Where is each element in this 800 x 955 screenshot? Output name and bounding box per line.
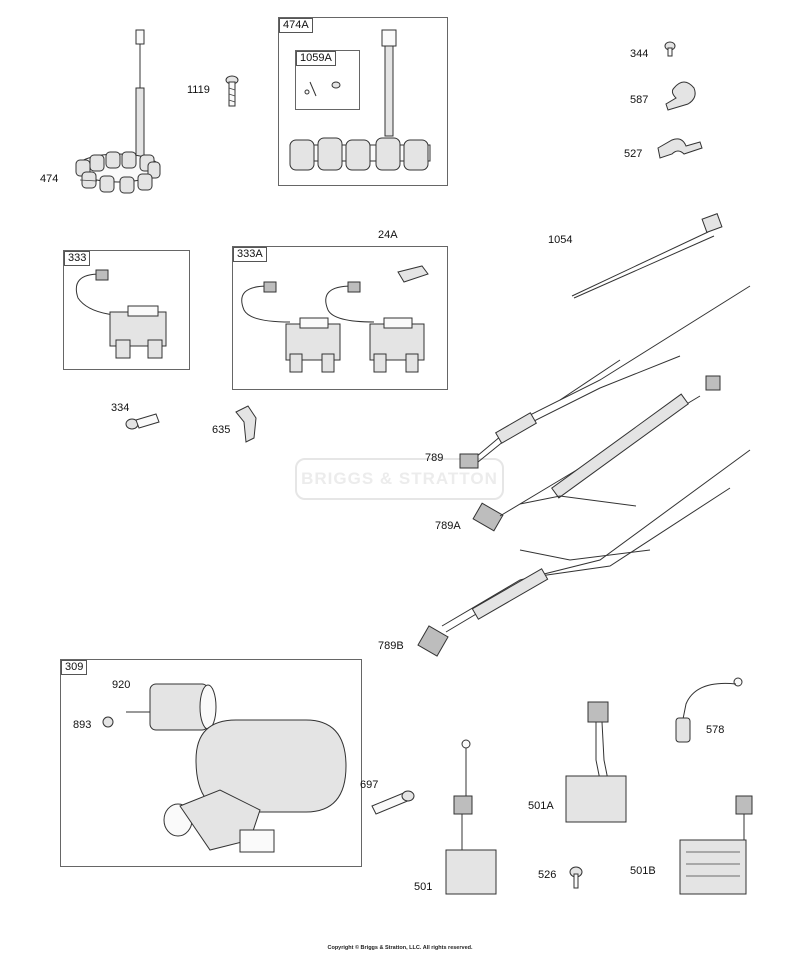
callout-1119: 1119 bbox=[187, 84, 210, 96]
callout-697: 697 bbox=[360, 779, 379, 791]
callout-501B: 501B bbox=[630, 865, 656, 877]
wire-harness-789B-illustration bbox=[417, 449, 751, 657]
stator-474A-illustration bbox=[289, 29, 431, 171]
frame-1059A bbox=[295, 50, 360, 110]
frame-474A bbox=[278, 17, 448, 186]
regulator-501-illustration bbox=[445, 739, 497, 895]
callout-474: 474 bbox=[40, 173, 59, 185]
callout-1054: 1054 bbox=[548, 234, 573, 246]
ignition-coil-333A-illustration bbox=[241, 265, 429, 373]
cable-tie-1054-illustration bbox=[571, 213, 723, 299]
watermark-logo: BRIGGS & STRATTON bbox=[295, 458, 504, 500]
screw-334-boot-635-illustration bbox=[125, 405, 257, 443]
wire-harness-789A-illustration bbox=[472, 375, 721, 532]
callout-526: 526 bbox=[538, 869, 557, 881]
callout-334: 334 bbox=[111, 402, 130, 414]
callout-501A: 501A bbox=[528, 800, 554, 812]
callout-789A: 789A bbox=[435, 520, 461, 532]
callout-527: 527 bbox=[624, 148, 643, 160]
callout-789B: 789B bbox=[378, 640, 404, 652]
frame-333 bbox=[63, 250, 190, 370]
stator-474-illustration bbox=[75, 29, 161, 194]
clamp-parts-illustration bbox=[657, 41, 703, 159]
callout-333A: 333A bbox=[233, 247, 267, 262]
callout-587: 587 bbox=[630, 94, 649, 106]
screw-1119-illustration bbox=[225, 75, 239, 107]
callout-789: 789 bbox=[425, 452, 444, 464]
callout-893: 893 bbox=[73, 719, 92, 731]
screw-526-illustration bbox=[569, 866, 583, 889]
callout-24A: 24A bbox=[378, 229, 398, 241]
callout-578: 578 bbox=[706, 724, 725, 736]
wire-harness-789-illustration bbox=[459, 285, 751, 469]
callout-344: 344 bbox=[630, 48, 649, 60]
ignition-coil-333-illustration bbox=[75, 269, 167, 359]
regulator-501A-illustration bbox=[565, 701, 627, 823]
bolt-697-illustration bbox=[371, 790, 415, 815]
copyright-notice: Copyright © Briggs & Stratton, LLC. All … bbox=[327, 945, 473, 951]
starter-motor-309-illustration bbox=[102, 683, 347, 853]
callout-333: 333 bbox=[64, 251, 91, 266]
callout-474A: 474A bbox=[279, 18, 313, 33]
callout-635: 635 bbox=[212, 424, 231, 436]
callout-1059A: 1059A bbox=[296, 51, 336, 66]
callout-501: 501 bbox=[414, 881, 433, 893]
frame-309 bbox=[60, 659, 362, 867]
callout-309: 309 bbox=[61, 660, 88, 675]
ground-wire-578-illustration bbox=[675, 677, 743, 743]
frame-333A bbox=[232, 246, 448, 390]
callout-920: 920 bbox=[112, 679, 131, 691]
regulator-501B-illustration bbox=[679, 795, 753, 895]
